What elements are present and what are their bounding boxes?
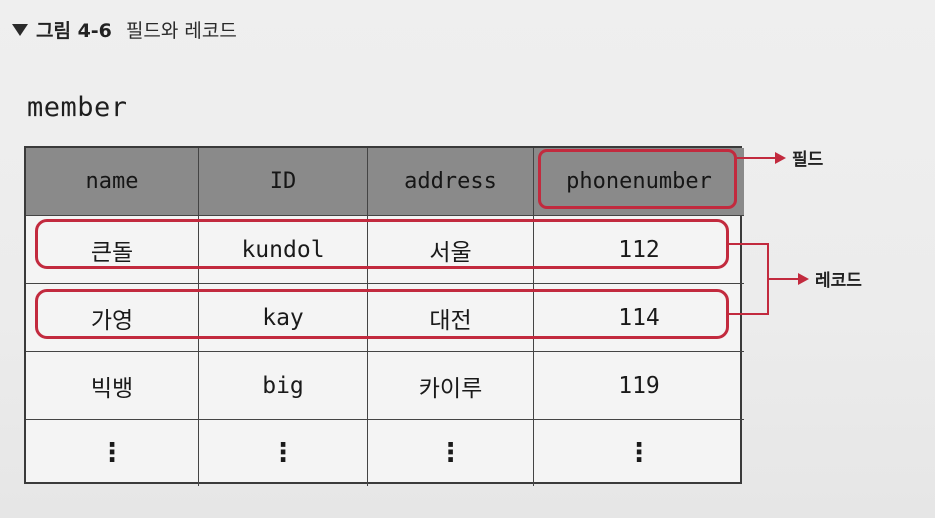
table-cell: 큰돌 <box>26 216 199 284</box>
field-label: 필드 <box>792 150 824 170</box>
ellipsis-cell: ⋮ <box>626 438 652 468</box>
figure-title: 필드와 레코드 <box>125 20 237 42</box>
column-header-id: ID <box>199 148 368 216</box>
column-header-name: name <box>26 148 199 216</box>
record-bracket-top <box>729 243 769 245</box>
table-name: member <box>27 92 128 123</box>
record-bracket-bottom <box>729 313 769 315</box>
table-cell: 114 <box>534 284 744 352</box>
field-arrow-line <box>737 157 776 159</box>
table-cell: 카이루 <box>368 352 534 420</box>
figure-caption: 그림 4-6 필드와 레코드 <box>12 16 237 43</box>
table-cell: 가영 <box>26 284 199 352</box>
table-cell: 112 <box>534 216 744 284</box>
table-cell: 대전 <box>368 284 534 352</box>
table-cell: kundol <box>199 216 368 284</box>
table-cell: 빅뱅 <box>26 352 199 420</box>
table-cell: 119 <box>534 352 744 420</box>
member-table: name ID address phonenumber 큰돌 kundol 서울… <box>24 146 744 486</box>
column-header-phonenumber: phonenumber <box>534 148 744 216</box>
ellipsis-cell: ⋮ <box>199 420 368 486</box>
table-cell: 서울 <box>368 216 534 284</box>
table-cell: kay <box>199 284 368 352</box>
record-arrow-line <box>767 278 799 280</box>
ellipsis-cell: ⋮ <box>26 420 199 486</box>
field-arrow-head <box>775 152 786 164</box>
table-cell: big <box>199 352 368 420</box>
ellipsis-cell: ⋮ <box>368 420 534 486</box>
record-label: 레코드 <box>815 271 862 291</box>
record-arrow-head <box>798 273 809 285</box>
figure-label: 그림 4-6 <box>36 20 112 42</box>
column-header-address: address <box>368 148 534 216</box>
triangle-down-icon <box>12 23 28 36</box>
